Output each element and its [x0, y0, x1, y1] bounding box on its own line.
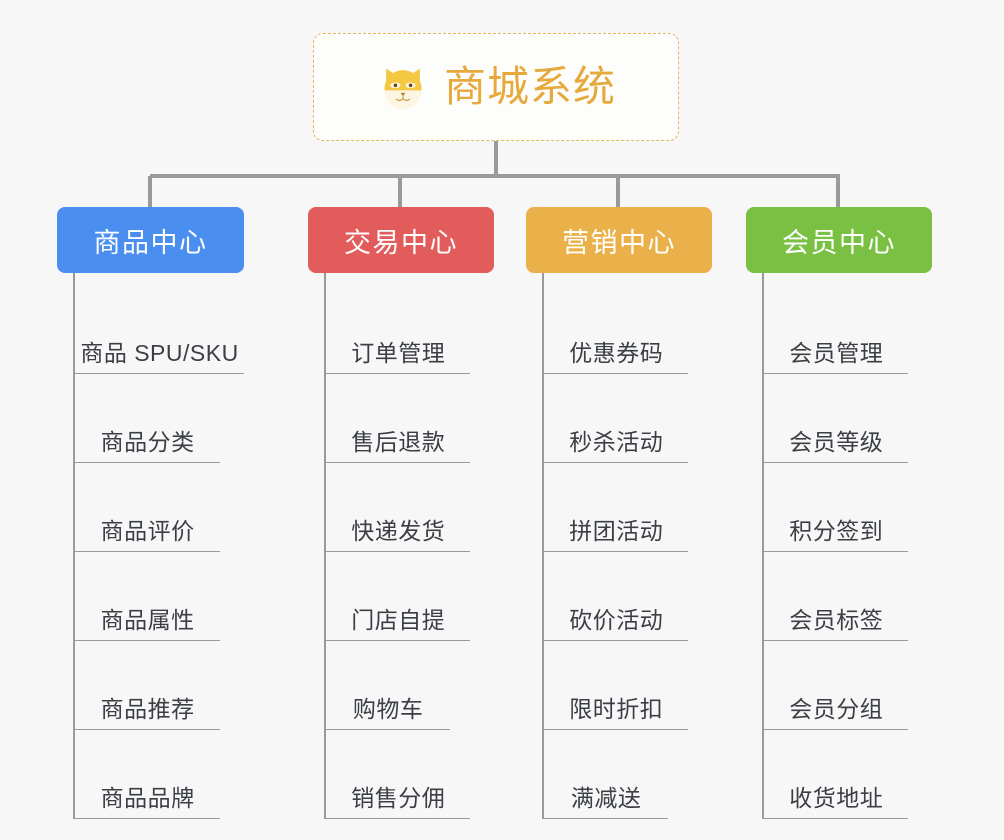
branch-header-3[interactable]: 会员中心 — [746, 207, 932, 273]
branch-header-1[interactable]: 交易中心 — [308, 207, 494, 273]
leaf-label: 快递发货 — [351, 517, 446, 544]
leaf-item[interactable]: 优惠券码 — [544, 285, 689, 374]
leaf-item[interactable]: 商品分类 — [75, 374, 221, 463]
leaf-label: 销售分佣 — [351, 784, 446, 811]
branch-column-3: 会员中心 会员管理 会员等级 积分签到 会员标签 会员分组 — [746, 207, 932, 819]
leaf-item[interactable]: 订单管理 — [326, 285, 471, 374]
leaf-label: 秒杀活动 — [569, 428, 664, 455]
branch-leaf-list-2: 优惠券码 秒杀活动 拼团活动 砍价活动 限时折扣 满减送 — [542, 273, 712, 819]
leaf-label: 商品分类 — [100, 428, 195, 455]
branch-column-1: 交易中心 订单管理 售后退款 快递发货 门店自提 购物车 — [308, 207, 494, 819]
leaf-label: 砍价活动 — [569, 606, 664, 633]
leaf-label: 会员标签 — [789, 606, 884, 633]
root-node[interactable]: 商城系统 — [313, 33, 679, 141]
leaf-label: 商品 SPU/SKU — [80, 339, 239, 366]
leaf-label: 积分签到 — [789, 517, 884, 544]
leaf-item[interactable]: 砍价活动 — [544, 552, 689, 641]
leaf-label: 限时折扣 — [569, 695, 664, 722]
leaf-item[interactable]: 商品评价 — [75, 463, 221, 552]
leaf-label: 商品属性 — [100, 606, 195, 633]
leaf-item[interactable]: 售后退款 — [326, 374, 471, 463]
branch-header-0[interactable]: 商品中心 — [57, 207, 244, 273]
leaf-item[interactable]: 会员分组 — [764, 641, 909, 730]
leaf-item[interactable]: 会员标签 — [764, 552, 909, 641]
branch-leaf-list-3: 会员管理 会员等级 积分签到 会员标签 会员分组 收货地址 — [762, 273, 932, 819]
branch-column-2: 营销中心 优惠券码 秒杀活动 拼团活动 砍价活动 限时折扣 — [526, 207, 712, 819]
leaf-item[interactable]: 购物车 — [326, 641, 451, 730]
branch-header-label-0: 商品中心 — [93, 227, 208, 258]
leaf-label: 会员等级 — [789, 428, 884, 455]
branch-leaf-list-0: 商品 SPU/SKU 商品分类 商品评价 商品属性 商品推荐 商品品牌 — [73, 273, 244, 819]
leaf-item[interactable]: 门店自提 — [326, 552, 471, 641]
leaf-item[interactable]: 商品推荐 — [75, 641, 221, 730]
branch-header-label-3: 会员中心 — [782, 227, 896, 258]
leaf-item[interactable]: 会员等级 — [764, 374, 909, 463]
leaf-item[interactable]: 快递发货 — [326, 463, 471, 552]
leaf-label: 会员分组 — [789, 695, 884, 722]
leaf-item[interactable]: 限时折扣 — [544, 641, 689, 730]
leaf-item[interactable]: 商品 SPU/SKU — [75, 285, 244, 374]
leaf-label: 商品品牌 — [100, 784, 195, 811]
leaf-item[interactable]: 满减送 — [544, 730, 669, 819]
branch-header-2[interactable]: 营销中心 — [526, 207, 712, 273]
leaf-label: 商品评价 — [100, 517, 195, 544]
leaf-label: 满减送 — [570, 784, 642, 811]
leaf-label: 拼团活动 — [569, 517, 664, 544]
leaf-label: 购物车 — [352, 695, 424, 722]
leaf-item[interactable]: 秒杀活动 — [544, 374, 689, 463]
branch-column-0: 商品中心 商品 SPU/SKU 商品分类 商品评价 商品属性 商品推荐 — [57, 207, 244, 819]
branch-header-label-2: 营销中心 — [562, 227, 676, 258]
branch-header-label-1: 交易中心 — [344, 227, 458, 258]
leaf-item[interactable]: 商品品牌 — [75, 730, 221, 819]
root-title: 商城系统 — [443, 63, 616, 110]
shiba-dog-face-icon — [384, 68, 422, 109]
leaf-item[interactable]: 收货地址 — [764, 730, 909, 819]
leaf-item[interactable]: 积分签到 — [764, 463, 909, 552]
leaf-item[interactable]: 拼团活动 — [544, 463, 689, 552]
leaf-label: 收货地址 — [789, 784, 884, 811]
leaf-label: 订单管理 — [351, 339, 446, 366]
leaf-label: 门店自提 — [351, 606, 446, 633]
leaf-label: 商品推荐 — [100, 695, 195, 722]
leaf-label: 售后退款 — [351, 428, 446, 455]
leaf-item[interactable]: 会员管理 — [764, 285, 909, 374]
leaf-label: 会员管理 — [789, 339, 884, 366]
branch-leaf-list-1: 订单管理 售后退款 快递发货 门店自提 购物车 销售分佣 — [324, 273, 494, 819]
leaf-label: 优惠券码 — [569, 339, 664, 366]
leaf-item[interactable]: 销售分佣 — [326, 730, 471, 819]
leaf-item[interactable]: 商品属性 — [75, 552, 221, 641]
